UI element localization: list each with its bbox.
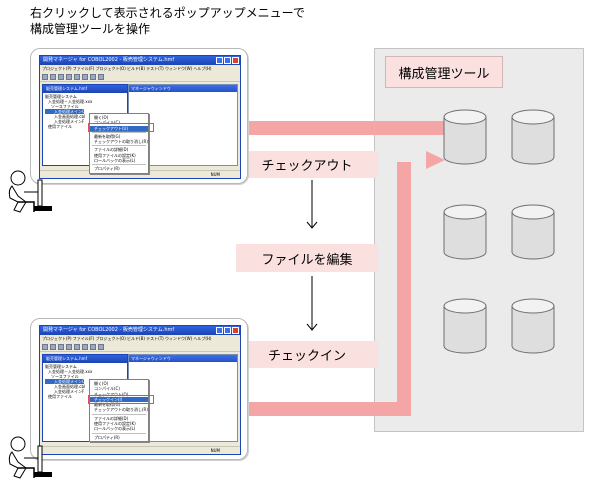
minimize-icon[interactable] bbox=[216, 57, 223, 64]
tree-item[interactable]: 入金処理メインF bbox=[54, 389, 85, 394]
open-icon[interactable] bbox=[50, 343, 56, 350]
menu-item-checkin[interactable]: チェックイン(I) bbox=[90, 396, 148, 403]
minimize-icon[interactable] bbox=[216, 327, 223, 334]
copy-icon[interactable] bbox=[74, 73, 80, 80]
build-icon[interactable] bbox=[90, 343, 96, 350]
window-title: 開発マネージャ for COBOL2002 - 販売管理システム.hmf bbox=[40, 56, 240, 65]
inner-title: 販売管理システム.hmf bbox=[43, 355, 127, 363]
checkout-arrow bbox=[158, 112, 448, 144]
tree-item[interactable]: 入金処理－入金処理.xxx bbox=[48, 369, 93, 374]
menu-item[interactable]: ロールバックの表示(L) bbox=[94, 426, 136, 432]
tree-item[interactable]: 入金処理－入金処理.xxx bbox=[48, 99, 93, 104]
checkout-label: チェックアウト bbox=[236, 151, 378, 178]
run-icon[interactable] bbox=[98, 343, 104, 350]
screen-checkin: 開発マネージャ for COBOL2002 - 販売管理システム.hmf プロジ… bbox=[30, 318, 248, 460]
menu-item[interactable]: プロパティ(R) bbox=[94, 166, 120, 172]
tree-item[interactable]: 販売管理システム bbox=[45, 94, 77, 99]
close-icon[interactable] bbox=[232, 327, 239, 334]
checkout-highlight bbox=[88, 123, 154, 132]
tree-item[interactable]: 使用ファイル bbox=[48, 124, 72, 129]
menu-bar[interactable]: プロジェクト(P) ファイル(F) プロジェクト(O) ビルド(B) テスト(T… bbox=[40, 335, 240, 342]
open-icon[interactable] bbox=[50, 73, 56, 80]
edit-file-label: ファイルを編集 bbox=[236, 244, 378, 272]
manager-pane-title: マネージャウィンドウ bbox=[129, 85, 237, 92]
menu-item[interactable]: 開く(O) bbox=[94, 115, 109, 120]
caption-line-1: 右クリックして表示されるポップアップメニューで bbox=[30, 6, 305, 20]
caption: 右クリックして表示されるポップアップメニューで 構成管理ツールを操作 bbox=[30, 5, 305, 37]
window-title-text: 開発マネージャ for COBOL2002 - 販売管理システム.hmf bbox=[43, 57, 175, 63]
app-window: 開発マネージャ for COBOL2002 - 販売管理システム.hmf プロジ… bbox=[39, 55, 241, 179]
paste-icon[interactable] bbox=[82, 73, 88, 80]
menu-item[interactable]: 最新を取得(G) bbox=[94, 133, 121, 139]
run-icon[interactable] bbox=[98, 73, 104, 80]
menu-item[interactable]: 使用ファイルの設定(K) bbox=[94, 152, 136, 158]
menu-item[interactable]: 最新を取得(G) bbox=[94, 402, 121, 408]
menu-item[interactable]: ファイルの詳細(D) bbox=[94, 415, 129, 421]
tree-item[interactable]: ソースファイル bbox=[51, 374, 79, 379]
menu-item[interactable]: コンパイル(C) bbox=[94, 120, 120, 126]
tree-item[interactable]: 入金処理メインF bbox=[54, 119, 85, 124]
save-icon[interactable] bbox=[58, 343, 64, 350]
inner-title-text: 販売管理システム.hmf bbox=[46, 356, 87, 361]
menu-item[interactable]: ロールバックの表示(L) bbox=[94, 158, 136, 164]
project-tree[interactable]: 販売管理システム 入金処理－入金処理.xxx ソースファイル 入金処理メインC … bbox=[43, 93, 127, 130]
new-icon[interactable] bbox=[42, 343, 48, 350]
toolbar bbox=[40, 342, 240, 352]
menu-separator bbox=[92, 432, 146, 434]
copy-icon[interactable] bbox=[74, 343, 80, 350]
inner-title-text: 販売管理システム.hmf bbox=[46, 86, 87, 91]
user-at-computer-icon bbox=[8, 436, 52, 479]
user-at-computer-icon bbox=[8, 170, 52, 213]
close-icon[interactable] bbox=[232, 57, 239, 64]
paste-icon[interactable] bbox=[82, 343, 88, 350]
menu-item[interactable]: プロパティ(R) bbox=[94, 434, 120, 440]
menu-separator bbox=[92, 145, 146, 147]
window-title-text: 開発マネージャ for COBOL2002 - 販売管理システム.hmf bbox=[43, 327, 175, 333]
toolbar bbox=[40, 72, 240, 82]
save-icon[interactable] bbox=[58, 73, 64, 80]
menu-item-checkout[interactable]: チェックアウト(U) bbox=[90, 125, 148, 131]
tree-item[interactable]: ソースファイル bbox=[51, 104, 79, 109]
menu-item[interactable]: コンパイル(C) bbox=[94, 386, 120, 392]
tree-item[interactable]: 使用ファイル bbox=[48, 394, 72, 399]
config-tool-label: 構成管理ツール bbox=[385, 56, 503, 88]
cut-icon[interactable] bbox=[66, 73, 72, 80]
menu-separator bbox=[92, 413, 146, 415]
tree-item-selected[interactable]: 入金処理メインC bbox=[45, 379, 85, 384]
maximize-icon[interactable] bbox=[224, 57, 231, 64]
menu-separator bbox=[92, 131, 146, 133]
context-menu: 開く(O) コンパイル(C) チェックアウト(O) チェックイン(I) 最新を取… bbox=[89, 379, 149, 442]
caption-line-2: 構成管理ツールを操作 bbox=[30, 22, 151, 36]
build-icon[interactable] bbox=[90, 73, 96, 80]
maximize-icon[interactable] bbox=[224, 327, 231, 334]
checkin-label: チェックイン bbox=[236, 341, 378, 368]
menu-item[interactable]: 使用ファイルの設定(K) bbox=[94, 421, 136, 427]
status-bar: NUM bbox=[40, 446, 240, 454]
menu-item[interactable]: 開く(O) bbox=[94, 381, 109, 386]
manager-pane-title: マネージャウィンドウ bbox=[129, 355, 237, 362]
checkin-highlight bbox=[88, 395, 154, 404]
window-title: 開発マネージャ for COBOL2002 - 販売管理システム.hmf bbox=[40, 326, 240, 335]
tree-item[interactable]: 販売管理システム bbox=[45, 364, 77, 369]
menu-item[interactable]: チェックアウト(O) bbox=[94, 391, 129, 397]
cut-icon[interactable] bbox=[66, 343, 72, 350]
menu-item[interactable]: チェックアウトの取り消し(R) bbox=[94, 407, 148, 413]
menu-bar[interactable]: プロジェクト(P) ファイル(F) プロジェクト(O) ビルド(B) テスト(T… bbox=[40, 65, 240, 72]
menu-item[interactable]: ファイルの詳細(D) bbox=[94, 147, 129, 153]
tree-item[interactable]: 入金画面処理.cbl bbox=[54, 114, 86, 119]
menu-separator bbox=[92, 164, 146, 166]
inner-title: 販売管理システム.hmf bbox=[43, 85, 127, 93]
screen-checkout: 開発マネージャ for COBOL2002 - 販売管理システム.hmf プロジ… bbox=[30, 48, 248, 184]
menu-item[interactable]: チェックアウトの取り消し(R) bbox=[94, 139, 148, 145]
tree-item-selected[interactable]: 入金処理メインC bbox=[45, 109, 85, 114]
new-icon[interactable] bbox=[42, 73, 48, 80]
project-tree[interactable]: 販売管理システム 入金処理－入金処理.xxx ソースファイル 入金処理メインC … bbox=[43, 363, 127, 400]
tree-item[interactable]: 入金画面処理.cbl bbox=[54, 384, 86, 389]
